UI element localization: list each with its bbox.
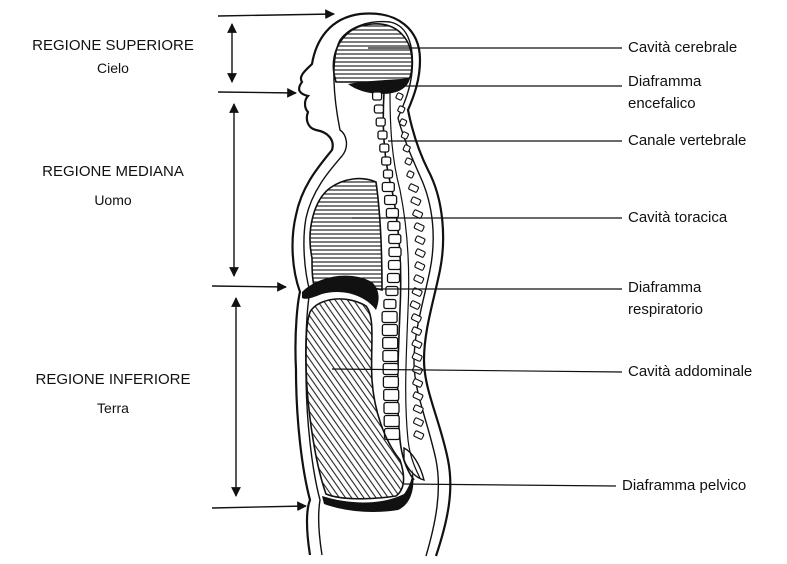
- region-superior-title: REGIONE SUPERIORE: [6, 36, 220, 56]
- lower-boundary-arrow: [212, 506, 306, 508]
- label-diaframma-respiratorio-line2: respiratorio: [628, 300, 703, 320]
- region-median-subtitle: Uomo: [6, 190, 220, 210]
- vertebra-process: [405, 157, 413, 165]
- vertebra-body: [382, 157, 391, 165]
- vertebra-body: [384, 416, 399, 427]
- vertebra-process: [414, 222, 425, 231]
- vertebra-body: [384, 403, 399, 414]
- vertebra-body: [384, 300, 396, 309]
- vertebra-process: [397, 105, 405, 113]
- vertebra-process: [412, 209, 423, 218]
- vertebra-body: [389, 248, 401, 257]
- vertebra-process: [413, 430, 424, 439]
- vertebra-process: [410, 300, 421, 309]
- region-median-title: REGIONE MEDIANA: [6, 162, 220, 182]
- vertebra-body: [383, 377, 398, 388]
- vertebra-process: [411, 196, 422, 205]
- vertebra-body: [382, 325, 397, 336]
- middle-boundary-arrow: [212, 286, 286, 287]
- vertebra-body: [376, 118, 385, 126]
- vertebra-process: [415, 248, 426, 257]
- label-cavita-cerebrale: Cavità cerebrale: [628, 38, 737, 58]
- vertebra-body: [386, 287, 398, 296]
- top-boundary-arrow: [218, 14, 334, 16]
- label-cavita-toracica: Cavità toracica: [628, 208, 727, 228]
- vertebra-process: [412, 378, 423, 387]
- vertebra-process: [414, 261, 425, 270]
- vertebra-body: [382, 312, 397, 323]
- label-diaframma-encefalico-line2: encefalico: [628, 94, 696, 114]
- vertebra-process: [408, 183, 419, 192]
- vertebra-body: [389, 261, 401, 270]
- vertebra-body: [373, 92, 382, 100]
- vertebra-body: [389, 235, 401, 244]
- vertebra-process: [396, 92, 404, 100]
- label-diaframma-pelvico: Diaframma pelvico: [622, 476, 746, 496]
- vertebra-body: [386, 209, 398, 218]
- region-inferior-title: REGIONE INFERIORE: [6, 370, 220, 390]
- upper-boundary-arrow: [218, 92, 296, 93]
- vertebra-process: [412, 339, 423, 348]
- label-cavita-addominale: Cavità addominale: [628, 362, 752, 382]
- vertebra-body: [378, 131, 387, 139]
- vertebra-body: [384, 390, 399, 401]
- label-diaframma-respiratorio-line1: Diaframma: [628, 278, 701, 298]
- vertebra-body: [380, 144, 389, 152]
- vertebra-process: [406, 170, 414, 178]
- vertebra-body: [384, 170, 393, 178]
- region-inferior-subtitle: Terra: [6, 398, 220, 418]
- region-superior-subtitle: Cielo: [6, 58, 220, 78]
- vertebra-process: [415, 235, 426, 244]
- vertebra-body: [388, 222, 400, 231]
- vertebra-body: [374, 105, 383, 113]
- vertebra-body: [385, 196, 397, 205]
- vertebra-body: [383, 351, 398, 362]
- vertebra-process: [411, 326, 422, 335]
- vertebra-body: [383, 338, 398, 349]
- vertebra-process: [413, 391, 424, 400]
- vertebra-process: [413, 274, 424, 283]
- leader-pelvic: [404, 484, 616, 486]
- vertebra-process: [413, 417, 424, 426]
- leader-abdominal: [332, 369, 622, 372]
- thoracic-cavity: [310, 179, 382, 292]
- vertebra-body: [388, 274, 400, 283]
- label-diaframma-encefalico-line1: Diaframma: [628, 72, 701, 92]
- vertebra-body: [382, 183, 394, 192]
- label-canale-vertebrale: Canale vertebrale: [628, 131, 746, 151]
- cranial-cavity: [333, 24, 412, 82]
